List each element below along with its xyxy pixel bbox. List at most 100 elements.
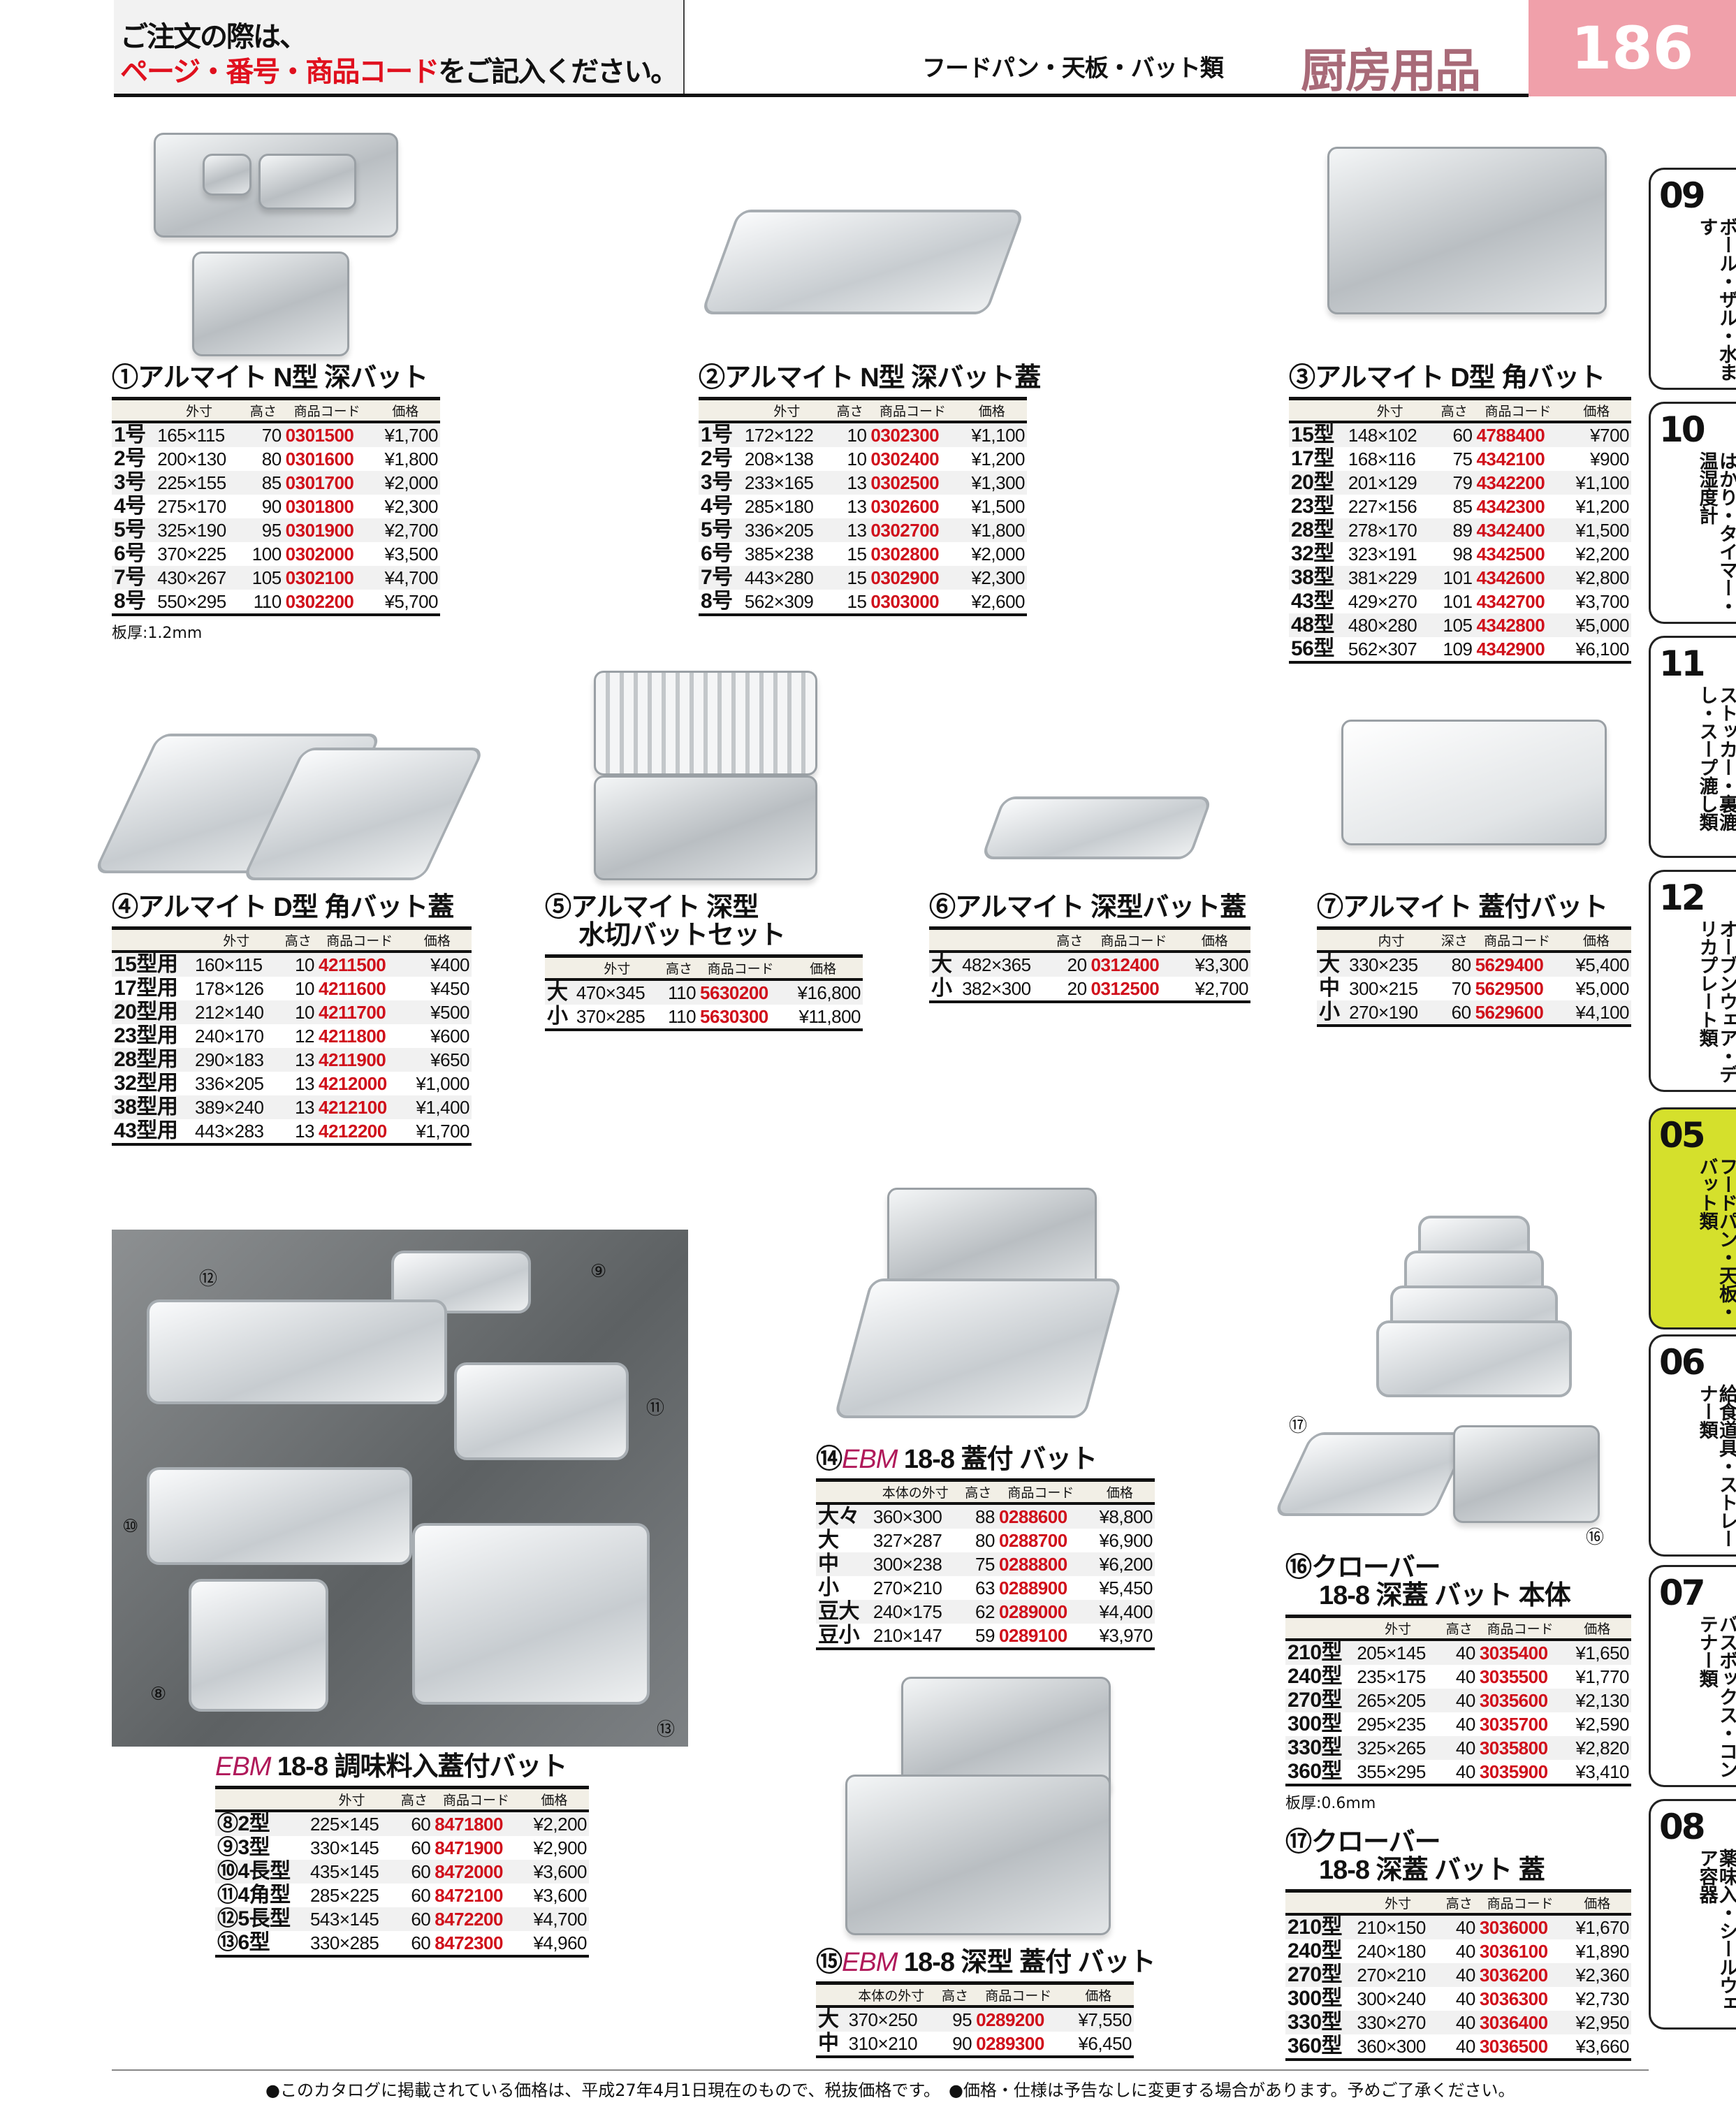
size-label: 43型 <box>1291 590 1334 613</box>
size-label: 17型用 <box>114 977 178 1000</box>
dimensions: 168×116 <box>1348 449 1416 470</box>
column-header: 商品コード <box>1474 398 1562 424</box>
size-label: 大 <box>929 952 961 977</box>
dimensions: 212×140 <box>193 1000 280 1025</box>
dimensions: 233×165 <box>742 471 831 495</box>
price: ¥1,800 <box>956 518 1027 543</box>
product-code: 0288800 <box>996 1552 1085 1577</box>
size-label: 210型 <box>1285 1914 1355 1940</box>
price: ¥2,900 <box>533 1837 587 1859</box>
dimensions: 389×240 <box>193 1095 280 1120</box>
product-code: 5630300 <box>700 1006 768 1028</box>
height: 110 <box>668 1006 696 1028</box>
product-code: 0302000 <box>285 544 354 565</box>
height: 60 <box>1436 1000 1473 1026</box>
price: ¥6,900 <box>1099 1530 1153 1552</box>
product-code: 4788400 <box>1474 422 1562 448</box>
dimensions: 300×215 <box>1349 978 1418 1000</box>
product-name-line2: 18-8 深蓋 バット 本体 <box>1319 1580 1571 1610</box>
size-label: 270型 <box>1285 1963 1355 1988</box>
product-code: 4212000 <box>318 1073 387 1095</box>
size-label: 2号 <box>114 447 146 471</box>
height: 15 <box>847 544 867 565</box>
height: 75 <box>1452 449 1473 470</box>
product-code: 4211900 <box>316 1048 403 1072</box>
height: 62 <box>959 1600 997 1624</box>
product-title: EBM 18-8 調味料入蓋付バット <box>215 1753 589 1782</box>
item-number: ① <box>112 363 138 393</box>
product-code: 3035400 <box>1477 1640 1563 1666</box>
size-label: 15型用 <box>112 952 194 977</box>
height: 98 <box>1452 544 1473 565</box>
dimensions: 370×285 <box>576 1006 645 1028</box>
product-image-14 <box>833 1188 1123 1432</box>
side-tab-number: 12 <box>1659 877 1706 918</box>
column-header <box>929 928 961 954</box>
product-code: 4211700 <box>316 1000 403 1025</box>
dimensions: 336×205 <box>742 518 831 543</box>
dimensions: 148×102 <box>1345 422 1434 448</box>
column-header <box>1285 1616 1355 1642</box>
price: ¥2,730 <box>1575 1988 1629 2010</box>
column-header: 価格 <box>1561 398 1631 424</box>
product-code: 5629600 <box>1473 1000 1561 1026</box>
product-name: アルマイト 深型 <box>571 893 759 922</box>
product-name: アルマイト N型 深バット <box>138 363 428 393</box>
price: ¥900 <box>1590 449 1629 470</box>
order-notice-highlight: ページ・番号・商品コード <box>120 56 439 88</box>
column-header <box>1289 398 1346 424</box>
size-label: 2号 <box>701 447 733 471</box>
column-header <box>960 928 1051 954</box>
brand-name: EBM <box>842 1948 898 1977</box>
height: 40 <box>1440 1963 1478 1988</box>
product-code: 0301600 <box>285 449 354 470</box>
side-tab-label: バスボックス・コンテナー類 <box>1695 1615 1736 1778</box>
height: 109 <box>1443 639 1473 660</box>
height: 70 <box>243 422 284 448</box>
height: 89 <box>1434 518 1475 543</box>
product-code: 8471800 <box>432 1811 520 1837</box>
table-header-row: 外寸高さ商品コード価格 <box>545 956 863 982</box>
column-header: 外寸 <box>574 956 660 982</box>
photo-label: ⑰ <box>1289 1415 1308 1436</box>
product-code: 4342800 <box>1474 613 1562 638</box>
price: ¥3,700 <box>1575 591 1629 613</box>
height: 40 <box>1440 1914 1478 1940</box>
size-label: 大 <box>818 1529 839 1552</box>
dimensions: 562×309 <box>744 591 814 613</box>
product-code: 0302100 <box>283 566 371 590</box>
photo-label: ⑯ <box>1586 1527 1605 1548</box>
item-number: ⑰ <box>1285 1828 1312 1857</box>
photo-label: ⑫ <box>199 1269 218 1290</box>
product-title: ⑦アルマイト 蓋付バット <box>1317 894 1631 922</box>
size-label: ⑧2型 <box>215 1811 308 1837</box>
column-header: 高さ <box>959 1480 997 1506</box>
size-label: 大々 <box>816 1503 871 1529</box>
height: 13 <box>295 1073 314 1095</box>
column-header: 高さ <box>1434 398 1475 424</box>
price: ¥5,000 <box>1561 613 1631 638</box>
product-code: 4342500 <box>1476 544 1545 565</box>
column-header: 価格 <box>1179 928 1250 954</box>
